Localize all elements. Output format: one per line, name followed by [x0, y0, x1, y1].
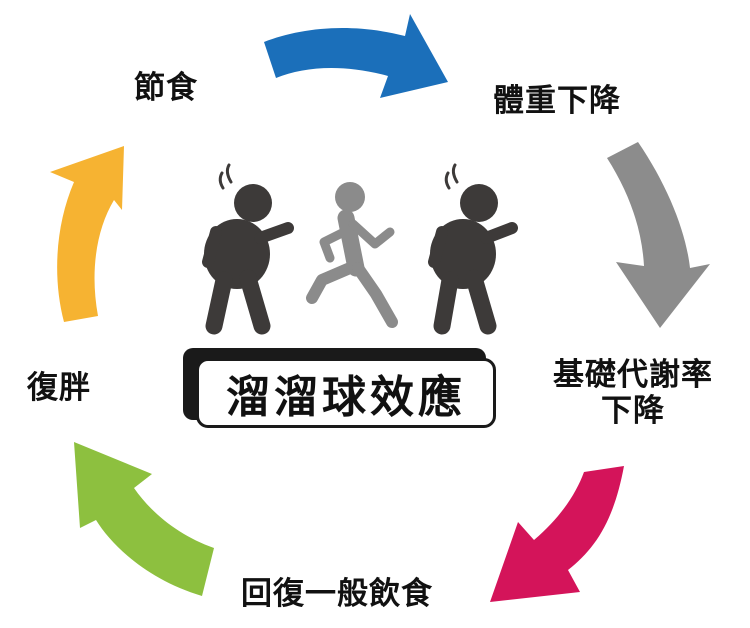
step-bmr-drop-label: 基礎代謝率 下降: [553, 357, 713, 429]
arrow-normal-eating-to-regain: [74, 442, 214, 596]
step-bmr-drop-line-2: 下降: [601, 392, 665, 429]
arrow-weightloss-to-bmr: [607, 142, 710, 328]
arrow-bmr-to-normal-eating: [490, 466, 624, 602]
step-bmr-drop-line-1: 基礎代謝率: [553, 357, 713, 393]
overweight-person-sweating-icon: [428, 163, 518, 335]
arrow-regain-to-diet: [50, 146, 124, 322]
running-person-icon: [306, 182, 398, 328]
step-weight-loss-label: 體重下降: [493, 83, 621, 119]
step-regain-label: 復胖: [27, 370, 91, 406]
diagram-title: 溜溜球效應: [226, 372, 466, 423]
step-normal-eating-label: 回復一般飲食: [241, 576, 433, 612]
title-box: 溜溜球效應: [183, 348, 501, 432]
title-card: 溜溜球效應: [196, 358, 496, 428]
arrow-diet-to-weightloss: [264, 14, 448, 98]
overweight-person-sweating-icon: [202, 163, 294, 335]
step-diet-label: 節食: [134, 70, 198, 106]
